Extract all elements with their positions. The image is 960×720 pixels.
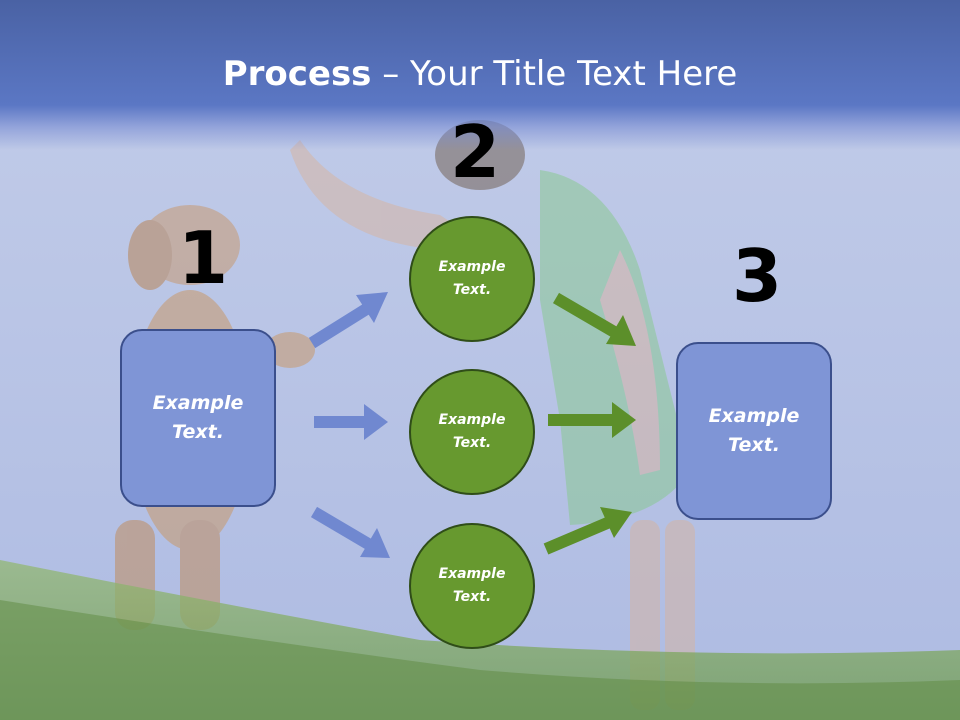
slide-title: Process – Your Title Text Here: [0, 52, 960, 96]
step-2-circle-bottom: Example Text.: [409, 523, 535, 649]
step-1-box: Example Text.: [120, 329, 276, 507]
step-3-box: Example Text.: [676, 342, 832, 520]
step-2-circle-top: Example Text.: [409, 216, 535, 342]
arrow-1-to-2b: [314, 404, 388, 440]
step-number-3: 3: [732, 234, 783, 318]
arrow-2b-to-3: [548, 402, 636, 438]
step-2-circle-middle: Example Text.: [409, 369, 535, 495]
title-rest: – Your Title Text Here: [371, 54, 738, 94]
step-number-1: 1: [178, 216, 229, 300]
header-band: [0, 0, 960, 150]
step-2-text-bottom: Example Text.: [438, 566, 506, 605]
step-3-text: Example Text.: [708, 405, 800, 456]
arrow-1-to-2c: [310, 506, 390, 558]
step-number-2: 2: [450, 110, 501, 194]
arrow-1-to-2a: [308, 292, 388, 349]
arrow-2c-to-3: [543, 507, 632, 555]
step-1-text: Example Text.: [152, 392, 244, 443]
arrow-2a-to-3: [552, 292, 636, 346]
title-bold: Process: [222, 54, 372, 94]
step-2-text-middle: Example Text.: [438, 412, 506, 451]
step-2-text-top: Example Text.: [438, 259, 506, 298]
